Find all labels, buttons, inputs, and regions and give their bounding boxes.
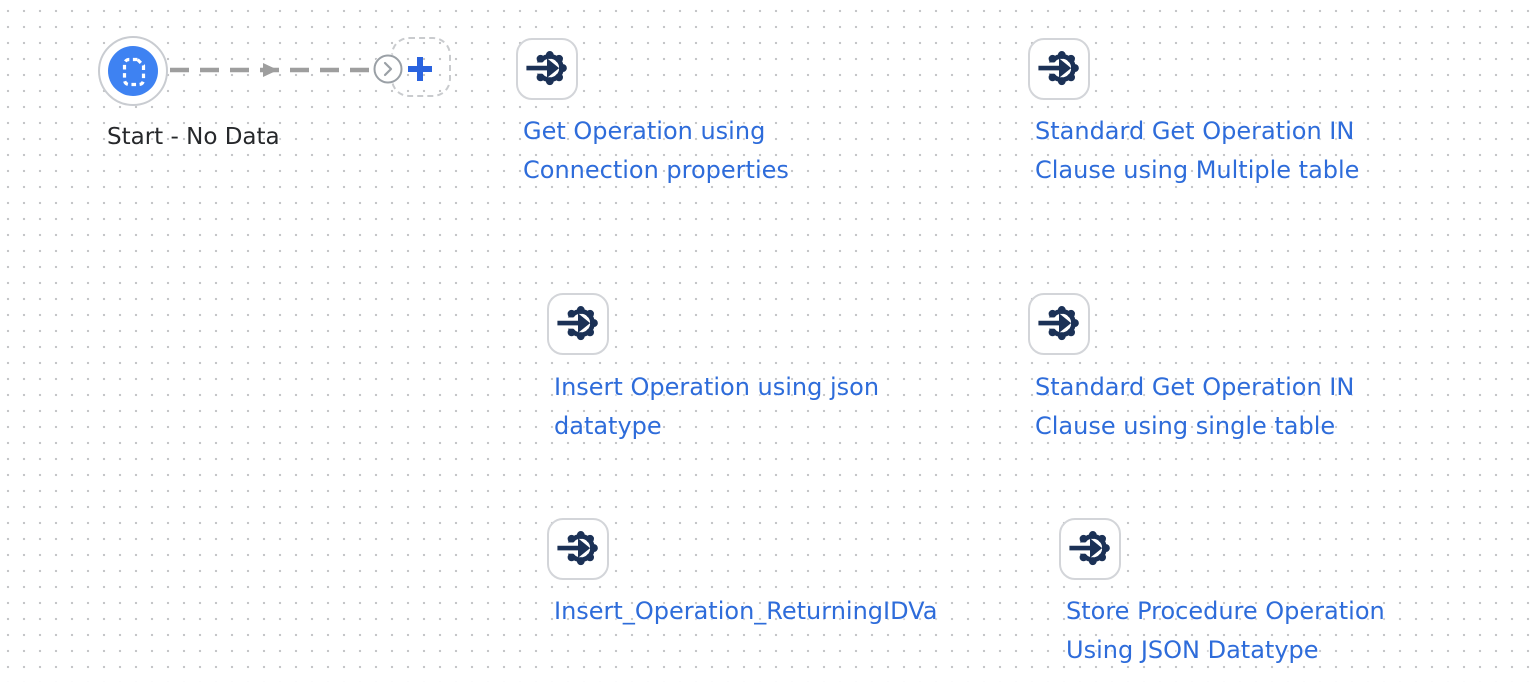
node-label: Insert_Operation_ReturningIDVa <box>554 597 938 625</box>
gear-arrow-icon <box>1061 520 1119 578</box>
node-label: Store Procedure Operation Using JSON Dat… <box>1066 597 1385 664</box>
node-label: Get Operation using Connection propertie… <box>523 117 789 184</box>
node-get-operation-connection-properties[interactable] <box>516 38 578 100</box>
gear-arrow-icon <box>549 520 607 578</box>
chevron-right-icon <box>373 54 403 84</box>
node-store-procedure-json-datatype[interactable] <box>1059 518 1121 580</box>
node-standard-get-in-clause-multiple-table[interactable] <box>1028 38 1090 100</box>
gear-arrow-icon <box>1030 40 1088 98</box>
start-node-circle <box>108 46 158 96</box>
node-label: Standard Get Operation IN Clause using s… <box>1035 373 1355 440</box>
node-standard-get-in-clause-single-table[interactable] <box>1028 293 1090 355</box>
node-label: Insert Operation using json datatype <box>554 373 880 440</box>
gear-arrow-icon <box>1030 295 1088 353</box>
connector-line <box>170 63 374 77</box>
plus-icon <box>408 57 432 81</box>
node-label: Standard Get Operation IN Clause using M… <box>1035 117 1360 184</box>
node-insert-operation-json-datatype[interactable] <box>547 293 609 355</box>
node-insert-operation-returning-id[interactable] <box>547 518 609 580</box>
connector-endpoint[interactable] <box>373 54 403 84</box>
gear-arrow-icon <box>549 295 607 353</box>
gear-arrow-icon <box>518 40 576 98</box>
start-node[interactable] <box>98 36 168 106</box>
document-dashed-icon <box>122 57 146 87</box>
start-node-label: Start - No Data <box>107 124 280 150</box>
add-step-button[interactable] <box>405 54 435 84</box>
